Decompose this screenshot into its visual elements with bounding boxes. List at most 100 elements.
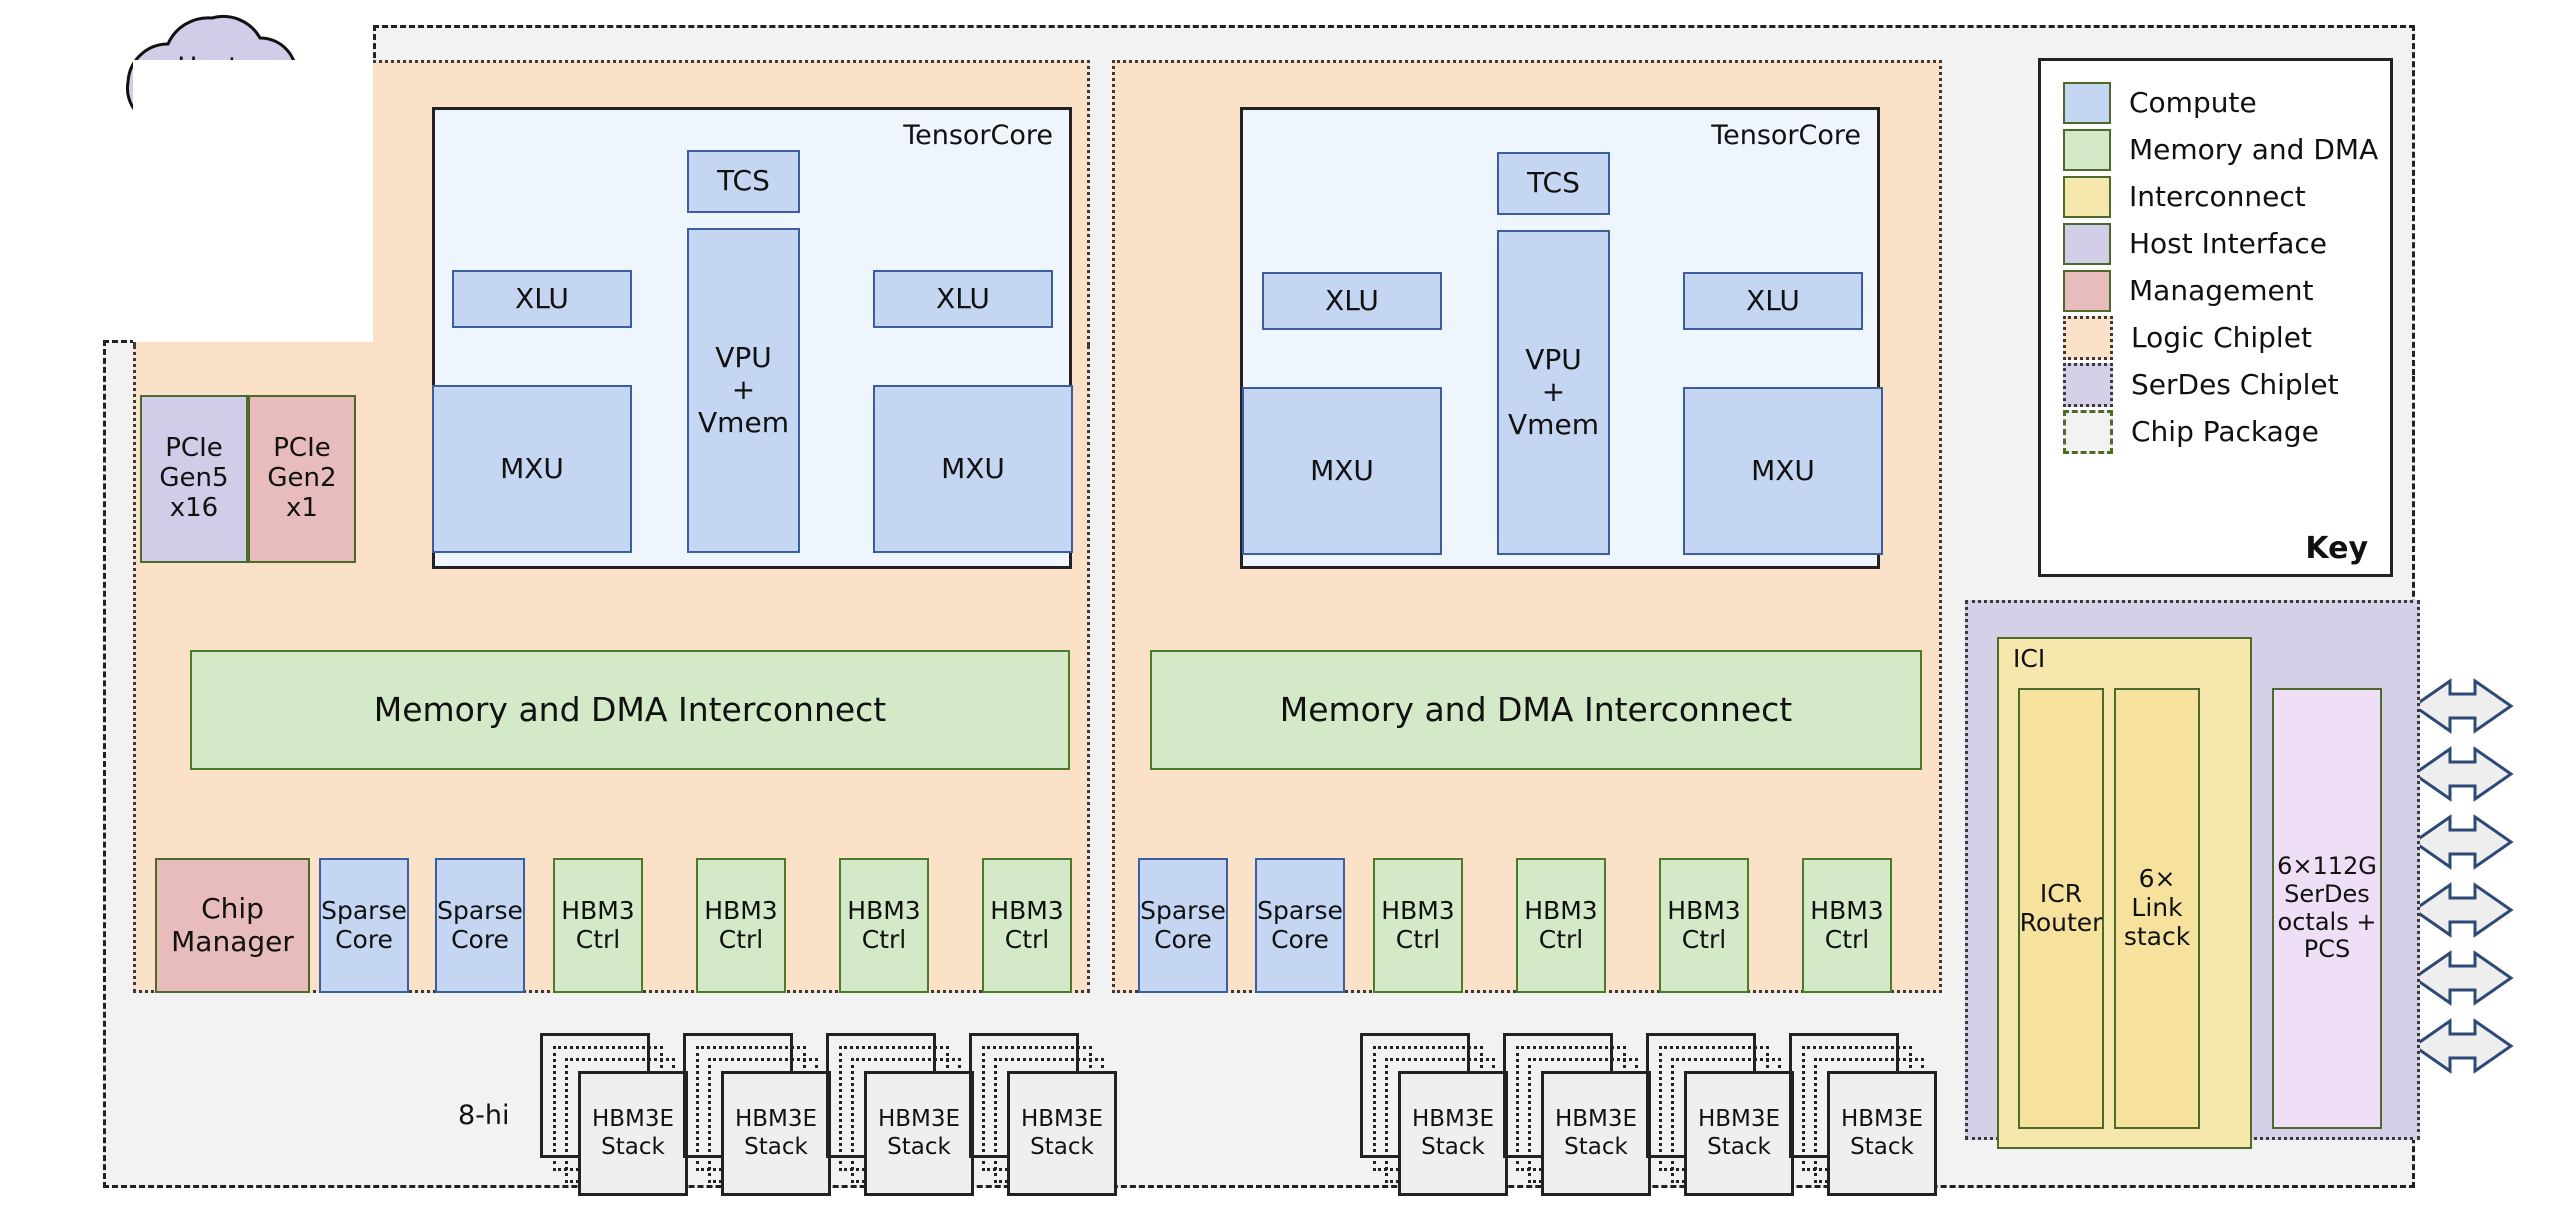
- mxu-right-2[interactable]: MXU: [1683, 387, 1883, 555]
- xlu-right-1-label: XLU: [1325, 283, 1379, 317]
- hbm-stack-height-label: 8-hi: [458, 1100, 510, 1131]
- xlu-left-2[interactable]: XLU: [873, 270, 1053, 328]
- hbm3-ctrl-2[interactable]: HBM3 Ctrl: [696, 858, 786, 993]
- tcs-left-label: TCS: [717, 164, 770, 198]
- hbm3e-stack-1[interactable]: HBM3E Stack: [578, 1071, 688, 1196]
- legend-swatch-serdes-chiplet: [2063, 362, 2113, 407]
- legend-item-memory-and-dma: Memory and DMA: [2063, 126, 2390, 173]
- sparse-core-4[interactable]: Sparse Core: [1255, 858, 1345, 993]
- mxu-right-2-label: MXU: [1751, 453, 1815, 487]
- hbm3-ctrl-7-label: HBM3 Ctrl: [1667, 895, 1741, 954]
- chip-manager-block[interactable]: Chip Manager: [155, 858, 310, 993]
- hbm3-ctrl-8-label: HBM3 Ctrl: [1810, 895, 1884, 954]
- icr-router[interactable]: ICR Router: [2018, 688, 2104, 1129]
- hbm3e-stack-7-label: HBM3E Stack: [1697, 1105, 1781, 1160]
- arrow-serdes-link-6: [2411, 1018, 2514, 1074]
- hbm3e-stack-4-label: HBM3E Stack: [1020, 1105, 1104, 1160]
- sparse-core-2-label: Sparse Core: [437, 895, 523, 954]
- ici-label: ICI: [2013, 644, 2046, 673]
- arrow-serdes-link-1: [2411, 678, 2514, 734]
- sparse-core-1[interactable]: Sparse Core: [319, 858, 409, 993]
- hbm3-ctrl-3[interactable]: HBM3 Ctrl: [839, 858, 929, 993]
- vpu-vmem-left[interactable]: VPU + Vmem: [687, 228, 800, 553]
- legend-label-chip-package: Chip Package: [2131, 415, 2319, 448]
- memory-dma-interconnect-left[interactable]: Memory and DMA Interconnect: [190, 650, 1070, 770]
- hbm3e-stack-5-label: HBM3E Stack: [1411, 1105, 1495, 1160]
- vpu-vmem-right[interactable]: VPU + Vmem: [1497, 230, 1610, 555]
- mxu-left-1-label: MXU: [500, 451, 564, 485]
- sparse-core-2[interactable]: Sparse Core: [435, 858, 525, 993]
- link-stack[interactable]: 6× Link stack: [2114, 688, 2200, 1129]
- hbm3e-stack-5[interactable]: HBM3E Stack: [1398, 1071, 1508, 1196]
- legend-item-management: Management: [2063, 267, 2390, 314]
- tcs-right[interactable]: TCS: [1497, 152, 1610, 215]
- legend-item-chip-package: Chip Package: [2063, 408, 2390, 455]
- arrow-serdes-link-3: [2411, 814, 2514, 870]
- serdes-octals-pcs[interactable]: 6×112G SerDes octals + PCS: [2272, 688, 2382, 1129]
- mxu-left-1[interactable]: MXU: [432, 385, 632, 553]
- hbm3e-stack-7[interactable]: HBM3E Stack: [1684, 1071, 1794, 1196]
- legend-item-compute: Compute: [2063, 79, 2390, 126]
- mxu-left-2[interactable]: MXU: [873, 385, 1073, 553]
- legend-title: Key: [2305, 531, 2368, 566]
- hbm3-ctrl-1[interactable]: HBM3 Ctrl: [553, 858, 643, 993]
- pcie-gen5-block[interactable]: PCIe Gen5 x16: [140, 395, 248, 563]
- xlu-left-1[interactable]: XLU: [452, 270, 632, 328]
- hbm3e-stack-6[interactable]: HBM3E Stack: [1541, 1071, 1651, 1196]
- hbm3e-stack-6-label: HBM3E Stack: [1554, 1105, 1638, 1160]
- hbm3-ctrl-6[interactable]: HBM3 Ctrl: [1516, 858, 1606, 993]
- legend-swatch-interconnect: [2063, 175, 2111, 218]
- legend-swatch-management: [2063, 269, 2111, 312]
- pcie-gen5-label: PCIe Gen5 x16: [159, 433, 229, 523]
- xlu-right-2-label: XLU: [1746, 283, 1800, 317]
- hbm3-ctrl-4[interactable]: HBM3 Ctrl: [982, 858, 1072, 993]
- hbm3e-stack-1-label: HBM3E Stack: [591, 1105, 675, 1160]
- hbm3-ctrl-1-label: HBM3 Ctrl: [561, 895, 635, 954]
- legend-label-compute: Compute: [2129, 86, 2257, 119]
- hbm3e-stack-4[interactable]: HBM3E Stack: [1007, 1071, 1117, 1196]
- pcie-gen2-label: PCIe Gen2 x1: [267, 433, 337, 523]
- memory-dma-interconnect-right[interactable]: Memory and DMA Interconnect: [1150, 650, 1922, 770]
- hbm3e-stack-3[interactable]: HBM3E Stack: [864, 1071, 974, 1196]
- legend-item-logic-chiplet: Logic Chiplet: [2063, 314, 2390, 361]
- hbm3-ctrl-5-label: HBM3 Ctrl: [1381, 895, 1455, 954]
- mxu-right-1[interactable]: MXU: [1242, 387, 1442, 555]
- sparse-core-4-label: Sparse Core: [1257, 895, 1343, 954]
- mxu-left-2-label: MXU: [941, 451, 1005, 485]
- arrow-serdes-link-2: [2411, 746, 2514, 802]
- legend-key: Compute Memory and DMA Interconnect Host…: [2038, 58, 2393, 577]
- serdes-octals-pcs-label: 6×112G SerDes octals + PCS: [2277, 852, 2377, 964]
- memory-dma-interconnect-right-label: Memory and DMA Interconnect: [1279, 690, 1793, 730]
- icr-router-label: ICR Router: [2019, 878, 2103, 937]
- hbm3e-stack-2-label: HBM3E Stack: [734, 1105, 818, 1160]
- vpu-vmem-left-label: VPU + Vmem: [698, 341, 789, 439]
- memory-dma-interconnect-left-label: Memory and DMA Interconnect: [373, 690, 887, 730]
- legend-swatch-compute: [2063, 81, 2111, 124]
- xlu-right-2[interactable]: XLU: [1683, 272, 1863, 330]
- legend-label-interconnect: Interconnect: [2129, 180, 2306, 213]
- legend-swatch-host-interface: [2063, 222, 2111, 265]
- xlu-right-1[interactable]: XLU: [1262, 272, 1442, 330]
- logic-chiplet-left-upper-mask: [133, 60, 373, 342]
- tcs-right-label: TCS: [1527, 166, 1580, 200]
- hbm3e-stack-8[interactable]: HBM3E Stack: [1827, 1071, 1937, 1196]
- hbm3-ctrl-6-label: HBM3 Ctrl: [1524, 895, 1598, 954]
- link-stack-label: 6× Link stack: [2123, 864, 2191, 951]
- hbm3e-stack-2[interactable]: HBM3E Stack: [721, 1071, 831, 1196]
- xlu-left-1-label: XLU: [515, 281, 569, 315]
- legend-label-host-interface: Host Interface: [2129, 227, 2328, 260]
- pcie-gen2-block[interactable]: PCIe Gen2 x1: [248, 395, 356, 563]
- sparse-core-3[interactable]: Sparse Core: [1138, 858, 1228, 993]
- hbm3-ctrl-8[interactable]: HBM3 Ctrl: [1802, 858, 1892, 993]
- hbm3e-stack-8-label: HBM3E Stack: [1840, 1105, 1924, 1160]
- hbm3-ctrl-4-label: HBM3 Ctrl: [990, 895, 1064, 954]
- legend-item-host-interface: Host Interface: [2063, 220, 2390, 267]
- tcs-left[interactable]: TCS: [687, 150, 800, 213]
- hbm3-ctrl-7[interactable]: HBM3 Ctrl: [1659, 858, 1749, 993]
- hbm3-ctrl-5[interactable]: HBM3 Ctrl: [1373, 858, 1463, 993]
- legend-swatch-logic-chiplet: [2063, 315, 2113, 360]
- tensorcore-left-title: TensorCore: [903, 120, 1053, 151]
- arrow-serdes-link-5: [2411, 950, 2514, 1006]
- legend-label-memory-and-dma: Memory and DMA: [2129, 133, 2379, 166]
- legend-swatch-chip-package: [2063, 409, 2113, 454]
